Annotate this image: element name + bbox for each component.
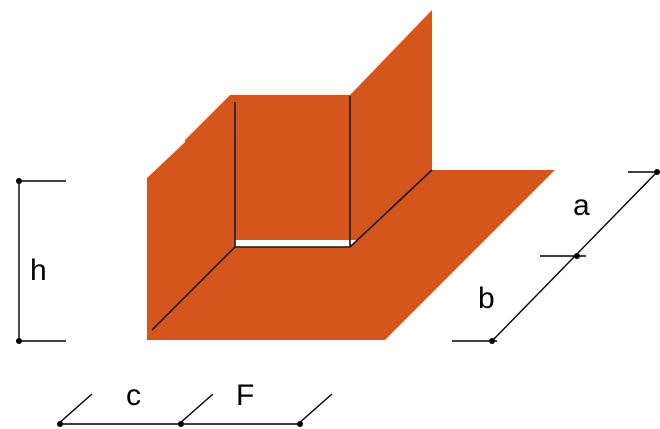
sheet-faces xyxy=(147,10,555,340)
dimension-a-top-dot xyxy=(654,169,660,175)
dimension-b-bottom-dot xyxy=(489,338,495,344)
dimension-a-b-mid-dot xyxy=(574,253,580,259)
label-a: a xyxy=(573,189,590,222)
back-panel xyxy=(185,10,432,290)
dimension-a-b: a b xyxy=(452,169,660,344)
label-b: b xyxy=(478,282,495,315)
bottom-panel xyxy=(147,170,555,340)
dimension-f-right-tick xyxy=(297,393,333,425)
fold-lines xyxy=(151,96,433,331)
fold-line-left-diagonal xyxy=(151,246,236,331)
dimension-h-bottom-dot xyxy=(16,338,22,344)
dimension-c-f-mid-dot xyxy=(178,421,184,427)
dimension-c-f-mid-tick xyxy=(178,393,214,425)
dimension-h: h xyxy=(16,178,66,344)
dimension-c-left-dot xyxy=(57,421,63,427)
dimension-h-top-dot xyxy=(16,178,22,184)
fold-line-right-diagonal xyxy=(349,169,433,248)
label-f: F xyxy=(236,379,254,412)
label-h: h xyxy=(30,254,47,287)
label-c: c xyxy=(126,379,141,412)
dimension-c-left-tick xyxy=(57,393,93,425)
left-panel xyxy=(147,95,235,335)
dimension-f-right-dot xyxy=(297,421,303,427)
dimension-c-f: c F xyxy=(57,379,333,427)
